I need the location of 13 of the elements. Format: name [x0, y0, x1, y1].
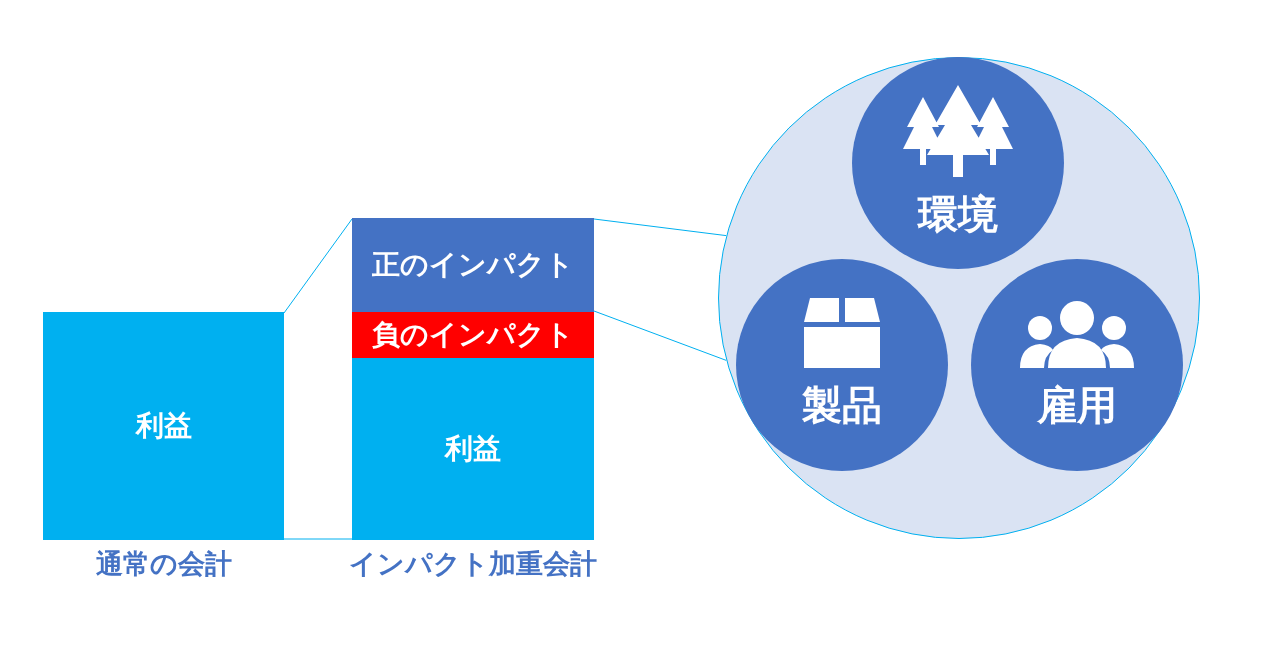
bar-caption: インパクト加重会計	[349, 547, 597, 581]
category-label: 雇用	[1037, 380, 1117, 430]
bar-segment: 負のインパクト	[352, 312, 594, 358]
connector-line	[593, 218, 727, 237]
bar-segment: 利益	[43, 312, 284, 540]
bar-segment: 正のインパクト	[352, 218, 594, 312]
connector-line	[593, 310, 727, 361]
bar-segment: 利益	[352, 358, 594, 540]
connector-line	[283, 538, 353, 540]
category-label: 環境	[918, 189, 998, 239]
category-label: 製品	[802, 380, 882, 430]
bar-caption: 通常の会計	[95, 547, 232, 581]
connector-line	[283, 218, 353, 314]
